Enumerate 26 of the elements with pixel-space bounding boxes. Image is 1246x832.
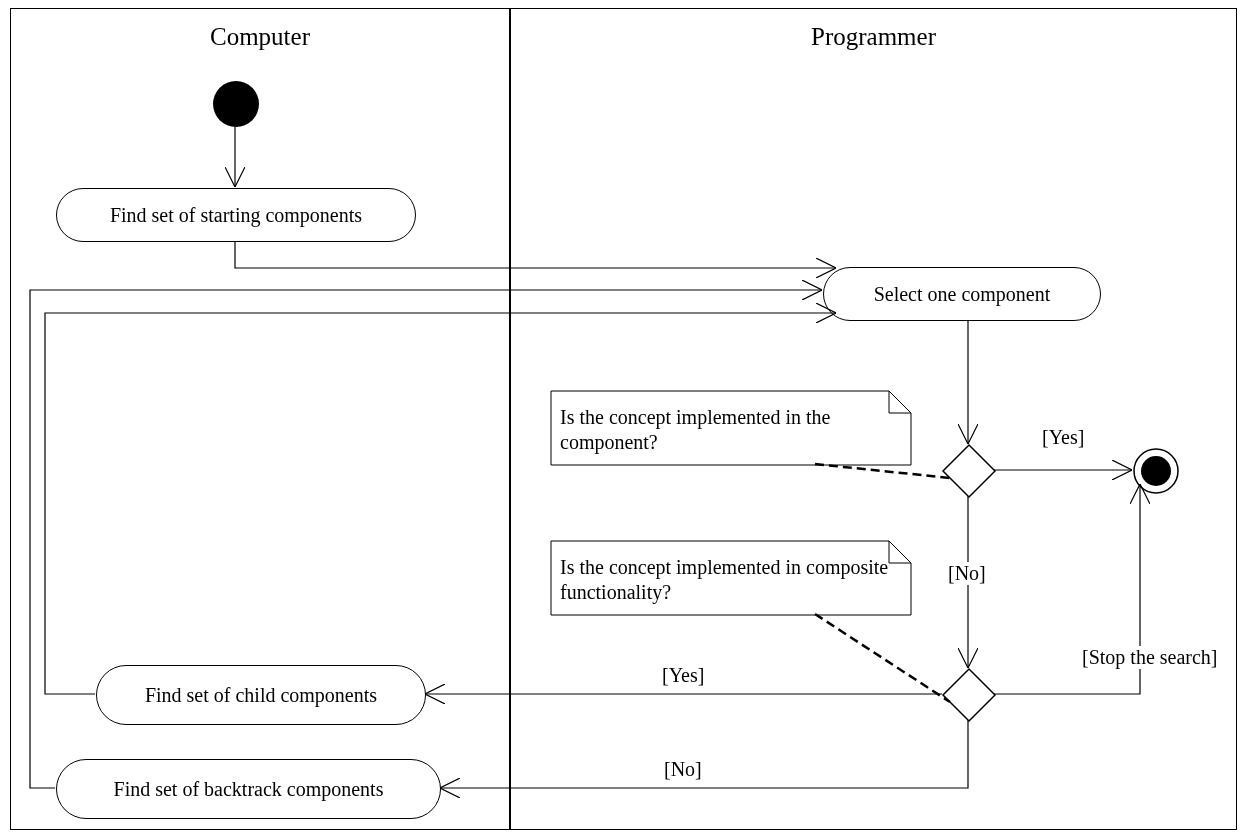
action-box: Select one component xyxy=(823,267,1101,321)
action-box: Find set of child components xyxy=(96,665,426,725)
final-node xyxy=(1133,448,1179,494)
action-box: Find set of starting components xyxy=(56,188,416,242)
decision-diamond xyxy=(943,669,995,721)
initial-node xyxy=(212,80,260,128)
arrow xyxy=(44,302,837,695)
arrow xyxy=(439,719,969,799)
arrow xyxy=(993,459,1133,481)
arrow xyxy=(29,279,823,789)
note-anchor-line xyxy=(814,462,951,480)
lane-heading: Computer xyxy=(209,23,311,51)
lane-heading: Programmer xyxy=(810,23,937,51)
note: Is the concept implemented in composite functionality? xyxy=(551,541,911,615)
action-box: Find set of backtrack components xyxy=(56,759,441,819)
edge-label: [No] xyxy=(946,562,988,585)
decision-diamond xyxy=(943,445,995,497)
arrow xyxy=(234,240,837,279)
note-anchor-line xyxy=(814,612,951,704)
arrow xyxy=(224,126,246,188)
swimlane xyxy=(10,8,510,830)
arrow xyxy=(993,483,1151,695)
arrow xyxy=(957,319,979,445)
arrow xyxy=(424,683,943,705)
note: Is the concept implemented in the component? xyxy=(551,391,911,465)
swimlane xyxy=(510,8,1237,830)
